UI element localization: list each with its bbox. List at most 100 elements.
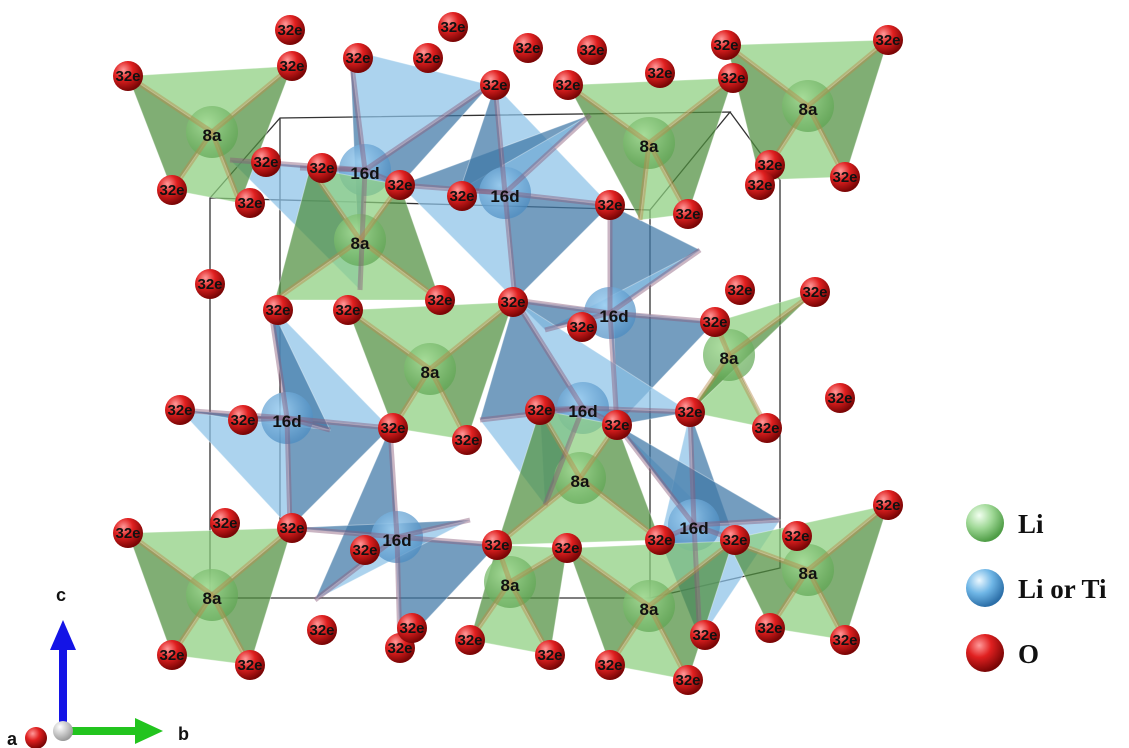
li-or-ti-atom-swatch: [966, 569, 1004, 607]
octa-center-atom: [261, 392, 313, 444]
site-label-32e: 32e: [757, 157, 782, 174]
legend-item-o: O: [966, 634, 1039, 672]
oxygen-atom: 32e: [343, 43, 373, 73]
oxygen-atom: 32e: [645, 525, 675, 555]
site-label-32e: 32e: [554, 540, 579, 557]
oxygen-atom: 32e: [235, 650, 265, 680]
site-label-8a: 8a: [501, 576, 520, 595]
site-label-32e: 32e: [237, 657, 262, 674]
a-axis-ball: [25, 727, 47, 748]
site-label-32e: 32e: [802, 284, 827, 301]
site-label-32e: 32e: [277, 22, 302, 39]
oxygen-atom: 32e: [725, 275, 755, 305]
tetra-polyhedron: [495, 408, 662, 547]
site-label-32e: 32e: [875, 497, 900, 514]
site-label-32e: 32e: [167, 402, 192, 419]
oxygen-atom: 32e: [690, 620, 720, 650]
site-label-16d: 16d: [599, 307, 628, 326]
oxygen-atom: 32e: [675, 397, 705, 427]
site-label-16d: 16d: [679, 519, 708, 538]
oxygen-atom: 32e: [602, 410, 632, 440]
oxygen-atom: 32e: [482, 530, 512, 560]
site-label-8a: 8a: [799, 100, 818, 119]
site-label-32e: 32e: [597, 197, 622, 214]
oxygen-atom: 32e: [113, 518, 143, 548]
octa-center-atom: [371, 511, 423, 563]
polyhedra-layer: [126, 38, 890, 682]
site-label-16d: 16d: [382, 531, 411, 550]
oxygen-atom: 32e: [385, 170, 415, 200]
oxygen-atom: 32e: [577, 35, 607, 65]
site-label-16d: 16d: [490, 187, 519, 206]
tetra-polyhedron: [126, 526, 294, 667]
site-label-32e: 32e: [537, 647, 562, 664]
oxygen-atom: 32e: [525, 395, 555, 425]
site-label-32e: 32e: [309, 622, 334, 639]
oxygen-atom: 32e: [447, 181, 477, 211]
tetra-center-atom: [554, 452, 606, 504]
octa-polyhedron: [398, 83, 612, 302]
site-label-32e: 32e: [677, 404, 702, 421]
legend-label-o: O: [1018, 639, 1039, 669]
oxygen-atom: 32e: [333, 295, 363, 325]
oxygen-atom: 32e: [157, 640, 187, 670]
site-label-32e: 32e: [230, 412, 255, 429]
site-label-32e: 32e: [500, 294, 525, 311]
site-label-32e: 32e: [875, 32, 900, 49]
oxygen-atom: 32e: [825, 383, 855, 413]
tetra-polyhedron: [469, 543, 569, 657]
oxygen-atom: 32e: [157, 175, 187, 205]
site-label-32e: 32e: [279, 520, 304, 537]
site-label-8a: 8a: [799, 564, 818, 583]
octa-polyhedron: [178, 303, 392, 530]
oxygen-atom: 32e: [645, 58, 675, 88]
c-axis-arrowhead: [50, 620, 76, 650]
site-label-32e: 32e: [427, 292, 452, 309]
site-label-32e: 32e: [754, 420, 779, 437]
oxygen-atom: 32e: [745, 170, 775, 200]
site-label-32e: 32e: [675, 672, 700, 689]
tetra-center-atom: [334, 214, 386, 266]
site-label-32e: 32e: [197, 276, 222, 293]
site-label-32e: 32e: [722, 532, 747, 549]
oxygen-atom: 32e: [452, 425, 482, 455]
oxygen-atom: 32e: [700, 307, 730, 337]
oxygen-atom: 32e: [480, 70, 510, 100]
oxygen-atom: 32e: [425, 285, 455, 315]
oxygen-atom: 32e: [251, 147, 281, 177]
site-label-8a: 8a: [571, 472, 590, 491]
site-label-8a: 8a: [421, 363, 440, 382]
site-label-32e: 32e: [747, 177, 772, 194]
site-label-32e: 32e: [399, 620, 424, 637]
oxygen-atom: 32e: [755, 150, 785, 180]
a-axis-label: a: [7, 729, 18, 748]
site-label-32e: 32e: [482, 77, 507, 94]
oxygen-atom: 32e: [720, 525, 750, 555]
site-label-16d: 16d: [272, 412, 301, 431]
site-label-32e: 32e: [832, 169, 857, 186]
oxygen-atom: 32e: [307, 153, 337, 183]
site-label-8a: 8a: [351, 234, 370, 253]
oxygen-atom: 32e: [378, 413, 408, 443]
oxygen-atom: 32e: [307, 615, 337, 645]
oxygen-atom: 32e: [235, 188, 265, 218]
tetra-polyhedron: [689, 291, 816, 429]
site-label-32e: 32e: [345, 50, 370, 67]
atoms-layer: 16d16d16d16d16d16d16d8a8a8a8a8a8a8a8a8a8…: [113, 12, 903, 695]
site-label-32e: 32e: [440, 19, 465, 36]
site-label-32e: 32e: [415, 50, 440, 67]
tetra-polyhedron: [566, 539, 735, 682]
site-label-32e: 32e: [484, 537, 509, 554]
tetra-center-atom: [404, 343, 456, 395]
octa-center-atom: [479, 167, 531, 219]
oxygen-atom: 32e: [553, 70, 583, 100]
oxygen-atom: 32e: [595, 190, 625, 220]
site-label-32e: 32e: [827, 390, 852, 407]
site-label-32e: 32e: [309, 160, 334, 177]
oxygen-atom: 32e: [830, 625, 860, 655]
legend-item-li-or-ti: Li or Ti: [966, 569, 1107, 607]
site-label-32e: 32e: [604, 417, 629, 434]
site-label-16d: 16d: [350, 164, 379, 183]
octa-center-atom: [668, 499, 720, 551]
